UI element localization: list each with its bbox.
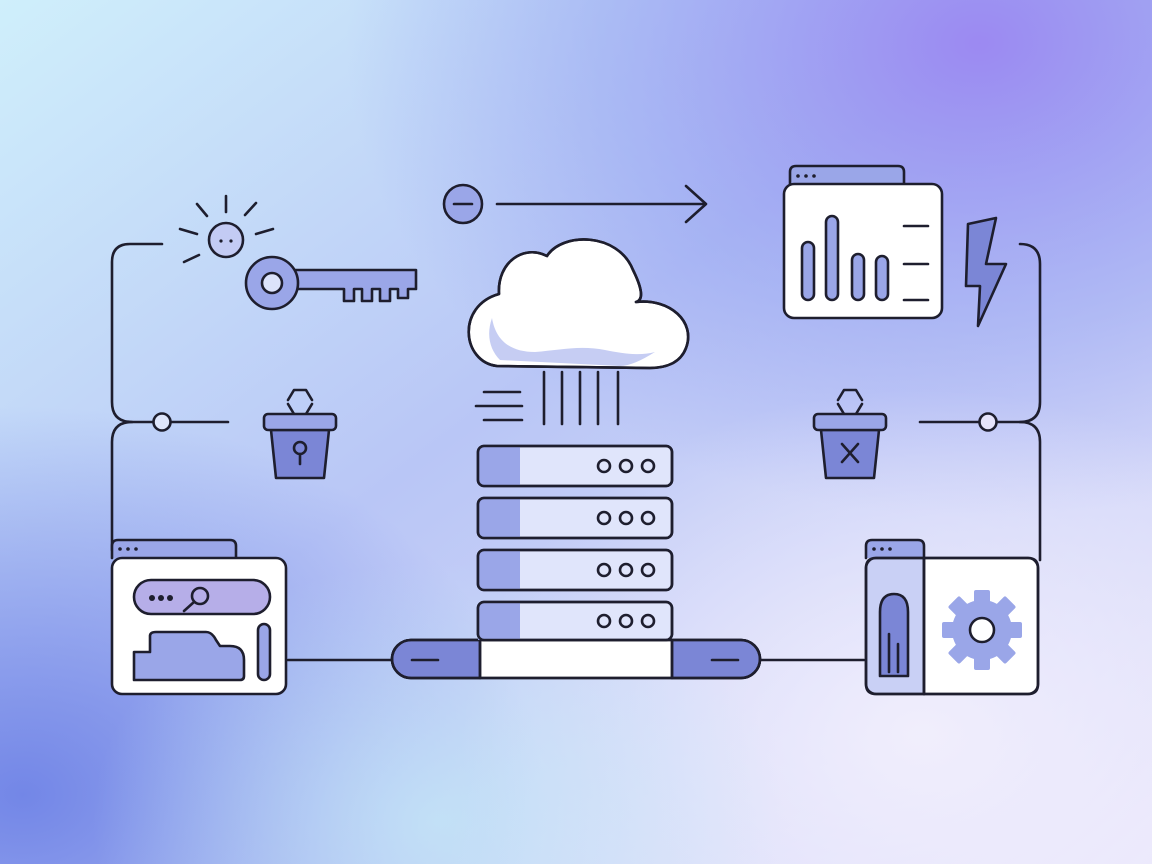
search-window-icon xyxy=(110,538,288,696)
settings-window-icon xyxy=(864,538,1040,696)
minus-circle-icon xyxy=(442,183,484,225)
key-icon xyxy=(244,255,418,311)
sun-icon xyxy=(178,194,275,264)
analytics-window-icon xyxy=(782,164,944,320)
delete-bucket-icon xyxy=(812,388,888,480)
server-unit xyxy=(476,548,674,592)
connector-lines xyxy=(110,242,1042,662)
gear-icon xyxy=(942,590,1022,670)
lightning-bolt-icon xyxy=(964,216,1008,328)
arrow-right-icon xyxy=(495,184,708,224)
server-unit xyxy=(476,600,674,642)
locked-bucket-icon xyxy=(262,388,338,480)
server-rack-icon xyxy=(390,444,762,680)
cloud-icon xyxy=(467,238,690,426)
server-unit xyxy=(476,444,674,488)
server-unit xyxy=(476,496,674,540)
